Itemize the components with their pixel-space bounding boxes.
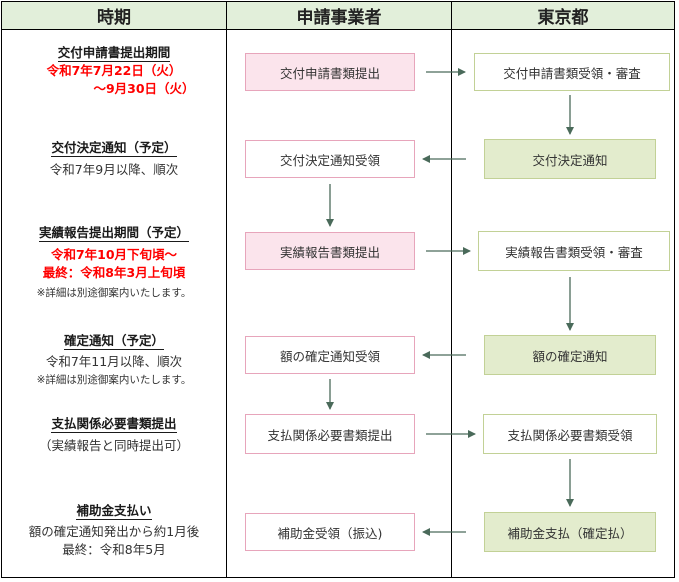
header-applicant: 申請事業者: [227, 2, 451, 29]
period-sub-line: 額の確定通知発出から約1月後: [28, 524, 200, 539]
period-red-line: ～9月30日（火）: [93, 81, 195, 96]
period-row-5: 支払関係必要書類提出 （実績報告と同時提出可）: [2, 415, 226, 455]
tokyo-box-issue-decision: 交付決定通知: [484, 139, 656, 179]
tokyo-box-pay-subsidy: 補助金支払（確定払）: [484, 512, 656, 552]
period-row-6: 補助金支払い 額の確定通知発出から約1月後 最終：令和8年5月: [2, 502, 226, 559]
tokyo-box-issue-confirmation: 額の確定通知: [484, 335, 656, 375]
column-divider-2: [451, 2, 452, 577]
period-sub-line: 令和7年11月以降、順次: [45, 354, 183, 369]
tokyo-box-receive-payment-docs: 支払関係必要書類受領: [483, 414, 657, 454]
applicant-box-submit-payment-docs: 支払関係必要書類提出: [245, 414, 415, 454]
period-sub-line: 令和7年9月以降、順次: [49, 162, 179, 177]
applicant-box-submit-report: 実績報告書類提出: [245, 232, 415, 270]
header-period: 時期: [2, 2, 226, 29]
period-note: ※詳細は別途御案内いたします。: [36, 374, 192, 386]
period-title: 補助金支払い: [76, 503, 152, 520]
applicant-box-submit-application: 交付申請書類提出: [245, 53, 415, 91]
applicant-box-receive-subsidy: 補助金受領（振込): [245, 513, 415, 551]
period-title: 交付決定通知（予定）: [51, 140, 177, 157]
column-divider-1: [226, 2, 227, 577]
period-row-4: 確定通知（予定） 令和7年11月以降、順次 ※詳細は別途御案内いたします。: [2, 332, 226, 389]
period-title: 実績報告提出期間（予定）: [38, 225, 189, 242]
period-red-line: 令和7年7月22日（火）: [46, 63, 182, 78]
period-row-1: 交付申請書提出期間 令和7年7月22日（火） ～9月30日（火）: [2, 44, 226, 98]
header-tokyo: 東京都: [452, 2, 674, 29]
period-title: 支払関係必要書類提出: [51, 416, 177, 433]
period-row-3: 実績報告提出期間（予定） 令和7年10月下旬頃～ 最終：令和8年3月上旬頃 ※詳…: [2, 224, 226, 302]
period-sub-line: （実績報告と同時提出可）: [38, 438, 189, 453]
period-red-line: 最終：令和8年3月上旬頃: [42, 265, 186, 280]
period-sub-line: 最終：令和8年5月: [62, 542, 166, 557]
tokyo-box-review-report: 実績報告書類受領・審査: [478, 231, 670, 271]
applicant-box-receive-confirmation: 額の確定通知受領: [245, 336, 415, 374]
tokyo-box-receive-application: 交付申請書類受領・審査: [474, 53, 670, 91]
period-note: ※詳細は別途御案内いたします。: [36, 287, 192, 299]
period-row-2: 交付決定通知（予定） 令和7年9月以降、順次: [2, 139, 226, 179]
header-divider: [2, 29, 674, 30]
period-title: 確定通知（予定）: [63, 333, 164, 350]
period-title: 交付申請書提出期間: [57, 45, 171, 62]
applicant-box-receive-decision: 交付決定通知受領: [245, 140, 415, 178]
period-red-line: 令和7年10月下旬頃～: [50, 247, 178, 262]
